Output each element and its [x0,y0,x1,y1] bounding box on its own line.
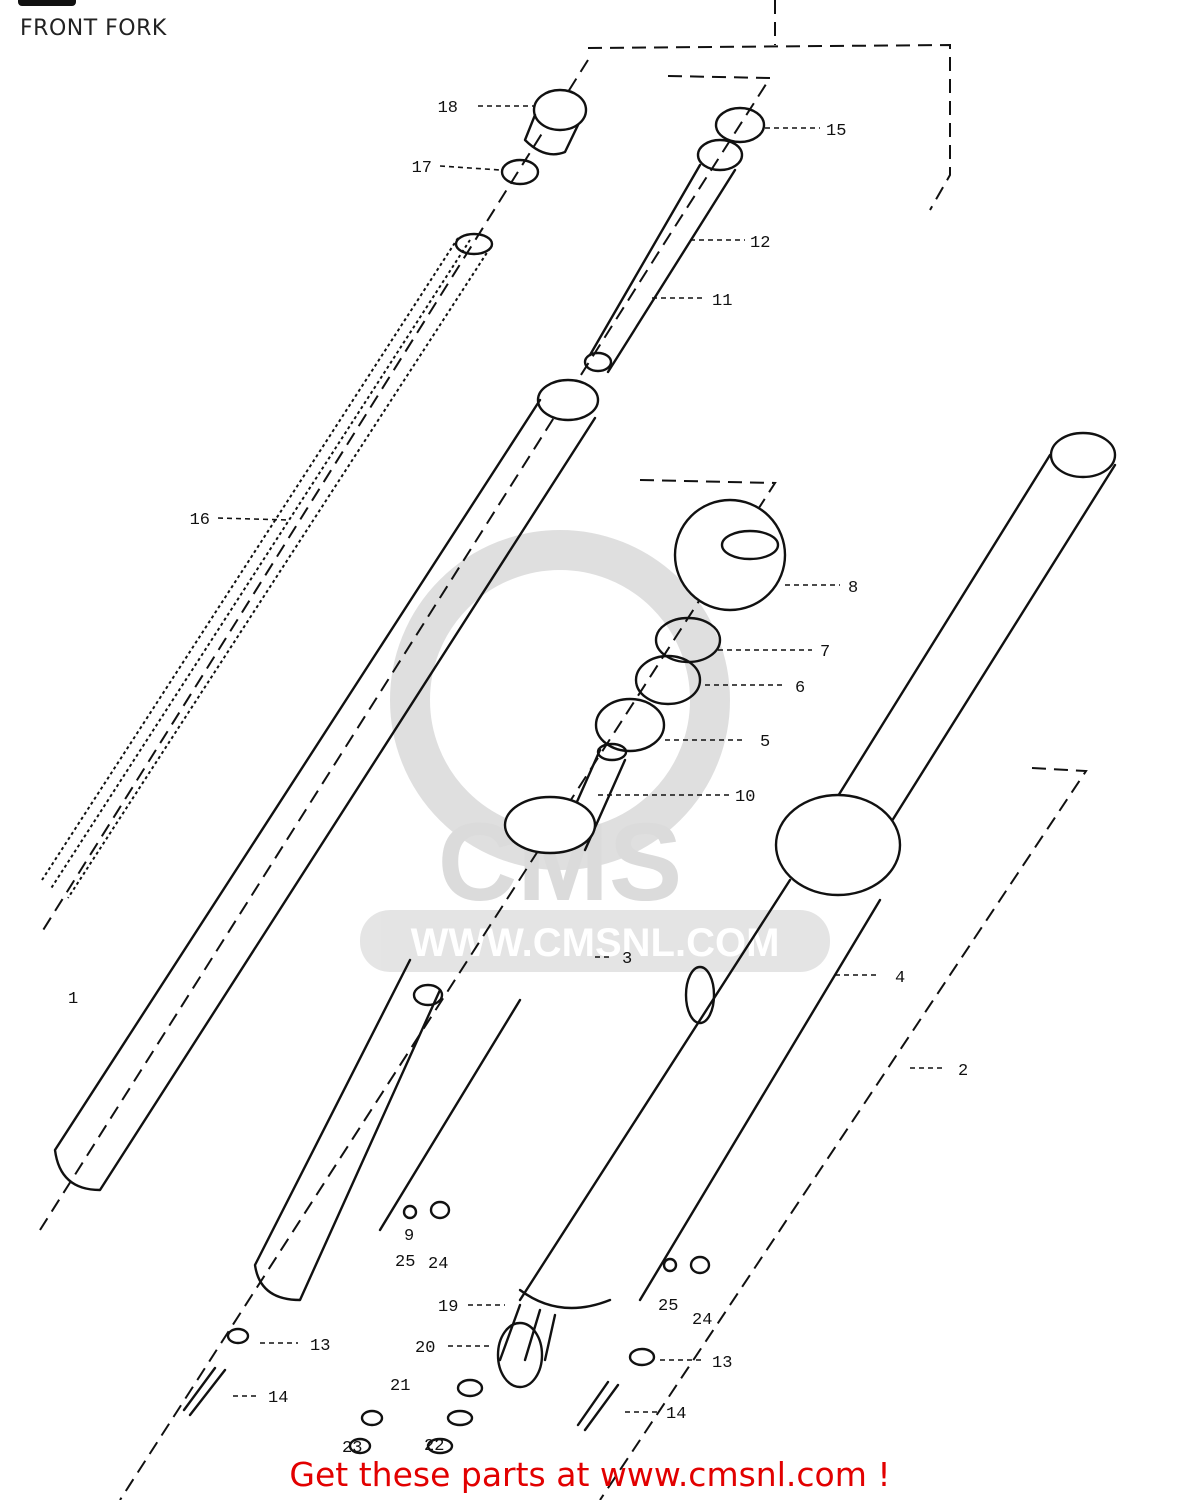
label-23: 23 [342,1439,362,1458]
part-outer-tube-left [253,958,522,1302]
label-13-left: 13 [310,1337,330,1356]
part-16-fork-spring [41,232,494,899]
part-6-oil-seal [634,654,702,706]
part-inner-tube-right [818,431,1117,842]
part-5-washer [594,697,666,753]
footer-banner: Get these parts at www.cmsnl.com ! [0,1455,1180,1494]
part-10-cylinder [503,742,628,855]
label-1: 1 [68,990,78,1009]
assembly-brackets [39,0,1088,1500]
watermark-url: WWW.CMSNL.COM [411,921,780,965]
label-22: 22 [424,1437,444,1456]
label-8: 8 [848,579,858,598]
label-25-left: 25 [395,1253,415,1272]
label-24-right: 24 [692,1311,712,1330]
label-14-left: 14 [268,1389,288,1408]
label-24-left: 24 [428,1255,448,1274]
label-18: 18 [438,99,458,118]
part-inner-tube-left [53,378,600,1192]
label-10: 10 [735,788,755,807]
diagram-title: FRONT FORK [20,16,167,41]
part-8-dust-seal [673,498,787,612]
part-2-outer-tube-right [518,793,902,1310]
leader-lines [217,105,945,1413]
label-11: 11 [712,292,732,311]
small-hardware [182,983,711,1455]
part-labels: 18 17 15 12 11 16 8 7 6 5 10 3 4 2 1 9 2… [68,99,968,1458]
part-17-o-ring [500,158,540,186]
label-5: 5 [760,733,770,752]
footer-link[interactable]: Get these parts at www.cmsnl.com ! [289,1455,891,1494]
label-17: 17 [412,159,432,178]
label-15: 15 [826,122,846,141]
part-11-spacer [583,106,766,374]
header-logo-fragment [18,0,76,6]
label-9-left: 9 [404,1227,414,1246]
label-7: 7 [820,643,830,662]
label-13-right: 13 [712,1354,732,1373]
label-19: 19 [438,1298,458,1317]
label-4: 4 [895,969,905,988]
label-3: 3 [622,950,632,969]
part-18-cap-bolt [523,88,588,156]
label-16: 16 [190,511,210,530]
label-12: 12 [750,234,770,253]
label-25-right: 25 [658,1297,678,1316]
label-14-right: 14 [666,1405,686,1424]
label-2: 2 [958,1062,968,1081]
label-21: 21 [390,1377,410,1396]
label-20: 20 [415,1339,435,1358]
label-6: 6 [795,679,805,698]
